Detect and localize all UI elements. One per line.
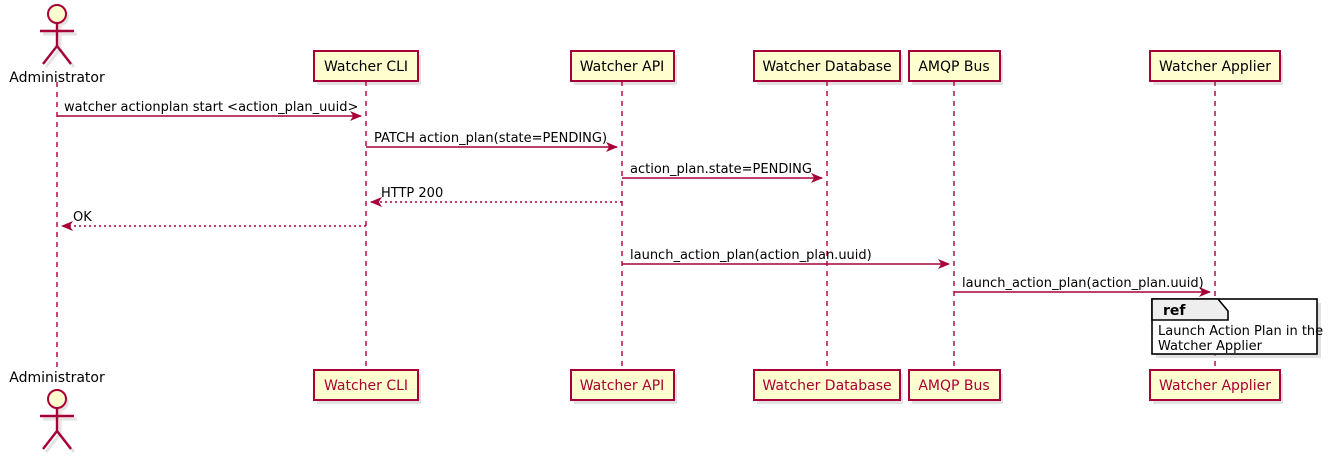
message-label-watcher-actionplan-start: watcher actionplan start <action_plan_uu… [64, 100, 358, 115]
participant-label-watcher-database-bottom: Watcher Database [762, 378, 891, 394]
message-label-launch-action-plan-applier: launch_action_plan(action_plan.uuid) [962, 276, 1204, 291]
participant-label-watcher-cli-top: Watcher CLI [324, 59, 408, 75]
participant-watcher-cli-top[interactable]: Watcher CLI [313, 50, 419, 82]
participant-amqp-bus-bottom[interactable]: AMQP Bus [908, 369, 1001, 401]
participant-label-watcher-applier-top: Watcher Applier [1159, 59, 1271, 75]
actor-label-administrator-top: Administrator [9, 70, 105, 86]
message-label-launch-action-plan-bus: launch_action_plan(action_plan.uuid) [630, 248, 872, 263]
message-label-action-plan-state-pending: action_plan.state=PENDING [630, 162, 812, 177]
message-action-plan-state-pending: action_plan.state=PENDING [622, 162, 823, 183]
ref-fragment-line-2: Watcher Applier [1158, 339, 1263, 354]
ref-fragment-launch-action-plan: ref Launch Action Plan in the Watcher Ap… [1151, 298, 1323, 358]
actor-label-administrator-bottom: Administrator [9, 370, 105, 386]
actor-head-icon-bottom [47, 389, 67, 409]
participant-label-watcher-api-bottom: Watcher API [580, 378, 665, 394]
participant-label-watcher-api-top: Watcher API [580, 59, 665, 75]
message-ok: OK [61, 210, 366, 231]
message-patch-action-plan: PATCH action_plan(state=PENDING) [366, 131, 618, 152]
participant-label-watcher-database-top: Watcher Database [762, 59, 891, 75]
message-launch-action-plan-bus: launch_action_plan(action_plan.uuid) [622, 248, 950, 269]
participant-watcher-database-top[interactable]: Watcher Database [753, 50, 901, 82]
ref-fragment-tab-label: ref [1163, 303, 1186, 319]
participant-label-watcher-applier-bottom: Watcher Applier [1159, 378, 1271, 394]
message-http-200: HTTP 200 [370, 186, 622, 207]
participant-watcher-database-bottom[interactable]: Watcher Database [753, 369, 901, 401]
participant-amqp-bus-top[interactable]: AMQP Bus [908, 50, 1001, 82]
ref-fragment-line-1: Launch Action Plan in the [1158, 324, 1323, 339]
participant-label-amqp-bus-bottom: AMQP Bus [918, 378, 989, 394]
participant-watcher-applier-bottom[interactable]: Watcher Applier [1149, 369, 1281, 401]
message-label-patch-action-plan: PATCH action_plan(state=PENDING) [374, 131, 607, 146]
actor-administrator-top: Administrator [9, 4, 105, 86]
message-launch-action-plan-applier: launch_action_plan(action_plan.uuid) [954, 276, 1211, 297]
participant-label-amqp-bus-top: AMQP Bus [918, 59, 989, 75]
participant-watcher-api-bottom[interactable]: Watcher API [570, 369, 675, 401]
participant-watcher-applier-top[interactable]: Watcher Applier [1149, 50, 1281, 82]
message-label-ok: OK [73, 210, 92, 225]
actor-administrator-bottom: Administrator [9, 370, 105, 453]
message-label-http-200: HTTP 200 [381, 186, 443, 201]
participant-watcher-api-top[interactable]: Watcher API [570, 50, 675, 82]
participant-watcher-cli-bottom[interactable]: Watcher CLI [313, 369, 419, 401]
actor-head-icon [47, 4, 67, 24]
participant-label-watcher-cli-bottom: Watcher CLI [324, 378, 408, 394]
message-watcher-actionplan-start: watcher actionplan start <action_plan_uu… [57, 100, 362, 121]
